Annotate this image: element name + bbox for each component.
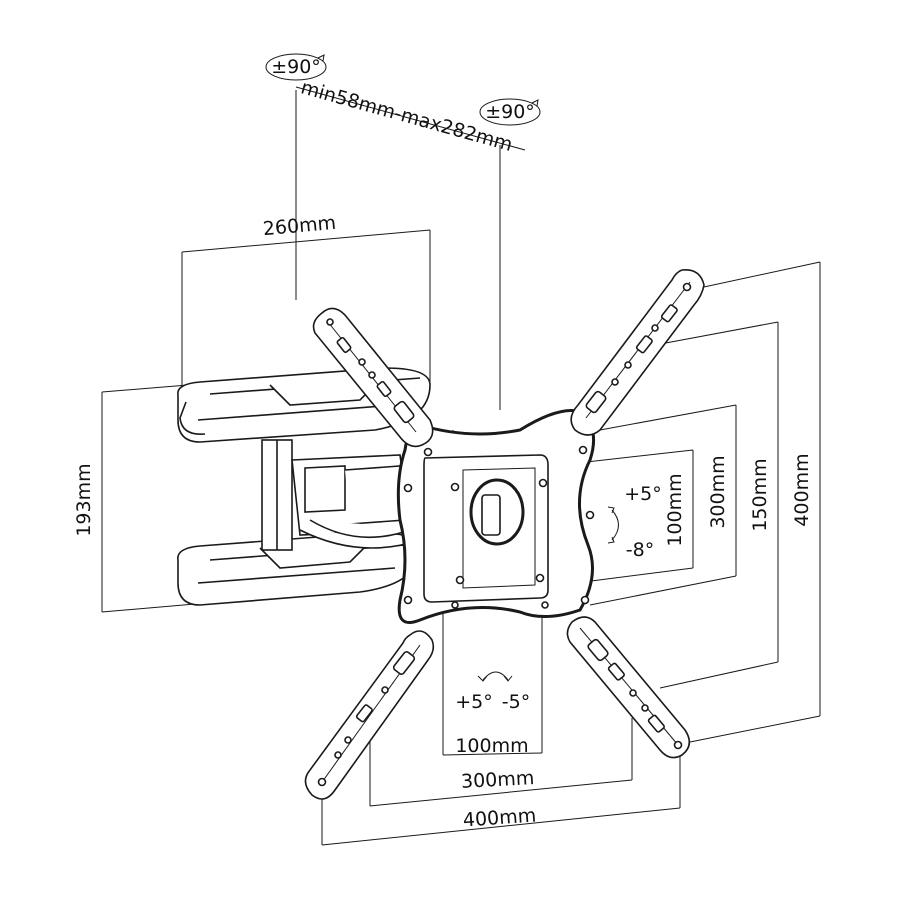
- wall-plate-height-label: 193mm: [73, 463, 95, 536]
- vesa-horizontal-medium-label: 300mm: [461, 767, 535, 793]
- vesa-horizontal-small-label: 100mm: [455, 735, 528, 757]
- wall-plate-width-label: 260mm: [262, 212, 337, 240]
- rotate-left-icon: [265, 53, 327, 81]
- extension-label: min58mm-max282mm: [298, 76, 514, 156]
- tilt-up-label: +5°: [624, 483, 662, 505]
- swivel-left-label: +5°: [455, 691, 493, 713]
- vesa-vertical-large-label: 300mm: [707, 455, 729, 528]
- tilt-arrow-icon: [607, 506, 619, 544]
- vesa-vertical-medium-label: 150mm: [749, 458, 771, 531]
- upper-left-arm: [312, 307, 434, 448]
- vesa-plate: [396, 408, 596, 624]
- vesa-vertical-xl-label: 400mm: [791, 453, 813, 526]
- rotation-left-label: ±90°: [271, 56, 321, 78]
- vesa-vertical-small-label: 100mm: [664, 473, 686, 546]
- swivel-right-label: -5°: [502, 691, 530, 713]
- lower-right-arm: [566, 616, 691, 759]
- vesa-horizontal-large-label: 400mm: [462, 804, 537, 831]
- rotate-right-icon: [479, 98, 541, 126]
- tilt-down-label: -8°: [626, 539, 654, 561]
- swivel-arrow-icon: [477, 671, 513, 682]
- lower-left-arm: [304, 630, 435, 800]
- rotation-indicators: [265, 53, 541, 126]
- rotation-right-label: ±90°: [485, 101, 535, 123]
- upper-right-arm: [570, 268, 705, 436]
